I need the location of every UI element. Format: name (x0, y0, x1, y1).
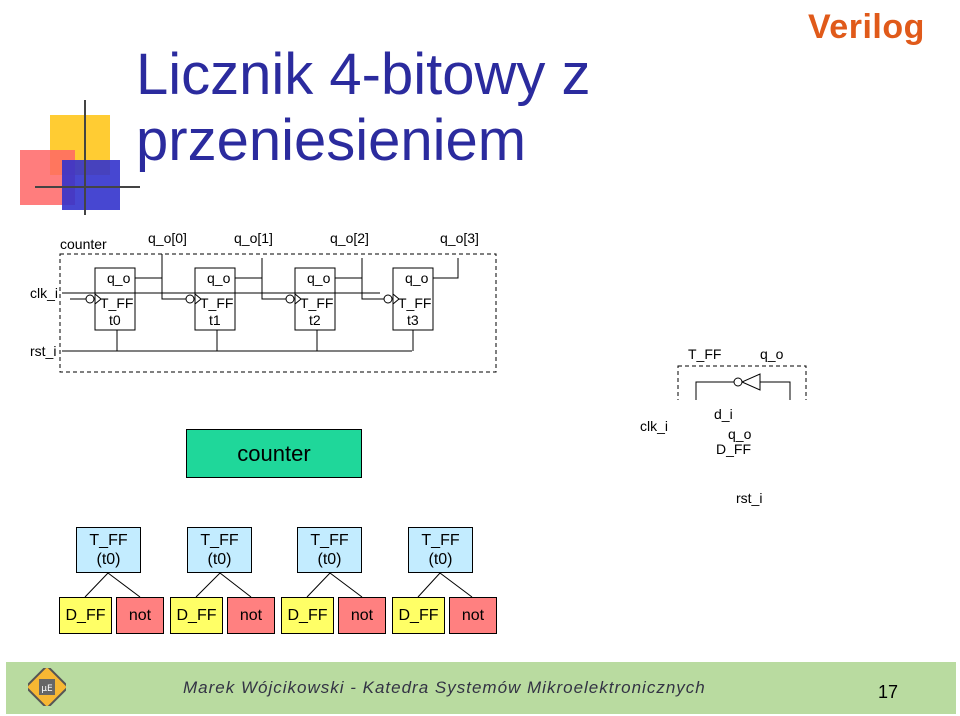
leaf-6: D_FF (392, 597, 445, 634)
tff-cell-t2 (285, 258, 363, 351)
title-line-2: przeniesieniem (136, 108, 527, 173)
cell-t3-inst: t3 (407, 312, 419, 328)
leaf-7: not (449, 597, 497, 634)
hierarchy-child-1: T_FF (t0) (187, 527, 252, 573)
slide-title: Licznik 4-bitowy z przeniesieniem (136, 42, 590, 174)
cell-t0-out: q_o (107, 270, 131, 286)
tff-cell-t3 (383, 258, 459, 351)
output-label-3: q_o[3] (440, 230, 479, 246)
chip-logo-icon: μE (28, 668, 66, 706)
hierarchy-leaf-lines (84, 572, 473, 598)
tff-detail-clk: clk_i (640, 418, 669, 434)
leaf-3: not (227, 597, 275, 634)
hierarchy-root-label: counter (237, 441, 311, 466)
cell-t1-inst: t1 (209, 312, 221, 328)
clk-label: clk_i (30, 285, 59, 301)
tff-detail-out: q_o (760, 346, 784, 362)
page-number: 17 (878, 682, 899, 702)
leaf-2: D_FF (170, 597, 223, 634)
cell-t2-type: T_FF (300, 295, 334, 311)
leaf-0: D_FF (59, 597, 112, 634)
tff-detail-rst: rst_i (736, 490, 763, 506)
leaf-4: D_FF (281, 597, 334, 634)
cell-t2-inst: t2 (309, 312, 321, 328)
cell-t0-type: T_FF (100, 295, 134, 311)
hierarchy-root: counter (186, 429, 362, 478)
hierarchy-child-2: T_FF (t0) (297, 527, 362, 573)
cell-t2-out: q_o (307, 270, 331, 286)
tff-detail-schematic (677, 365, 807, 400)
hierarchy-child-0: T_FF (t0) (76, 527, 141, 573)
cell-t1-out: q_o (207, 270, 231, 286)
module-label: counter (60, 236, 107, 252)
child-0-line-2: (t0) (96, 551, 121, 568)
child-2-line-1: T_FF (310, 532, 349, 549)
counter-schematic (59, 253, 807, 400)
output-label-2: q_o[2] (330, 230, 369, 246)
child-1-line-2: (t0) (207, 551, 232, 568)
decorative-squares (20, 100, 140, 215)
tff-cell-t1 (185, 258, 263, 351)
tff-detail-dff: D_FF (716, 441, 751, 457)
leaf-1: not (116, 597, 164, 634)
child-1-line-1: T_FF (200, 532, 239, 549)
output-label-1: q_o[1] (234, 230, 273, 246)
child-2-line-2: (t0) (317, 551, 342, 568)
cell-t0-inst: t0 (109, 312, 121, 328)
footer-author: Marek Wójcikowski - Katedra Systemów Mik… (183, 678, 706, 697)
tff-detail-q-out: q_o (728, 426, 752, 442)
tff-detail-title: T_FF (688, 346, 722, 362)
tff-detail-d-in: d_i (714, 406, 733, 422)
leaf-5: not (338, 597, 386, 634)
child-0-line-1: T_FF (89, 532, 128, 549)
rst-label: rst_i (30, 343, 57, 359)
footer-bar (6, 662, 956, 714)
child-3-line-2: (t0) (428, 551, 453, 568)
output-label-0: q_o[0] (148, 230, 187, 246)
child-3-line-1: T_FF (421, 532, 460, 549)
verilog-brand: Verilog (808, 8, 925, 46)
title-line-1: Licznik 4-bitowy z (136, 42, 591, 107)
cell-t3-out: q_o (405, 270, 429, 286)
svg-text:μE: μE (41, 684, 53, 694)
cell-t3-type: T_FF (398, 295, 432, 311)
cell-t1-type: T_FF (200, 295, 234, 311)
hierarchy-child-3: T_FF (t0) (408, 527, 473, 573)
